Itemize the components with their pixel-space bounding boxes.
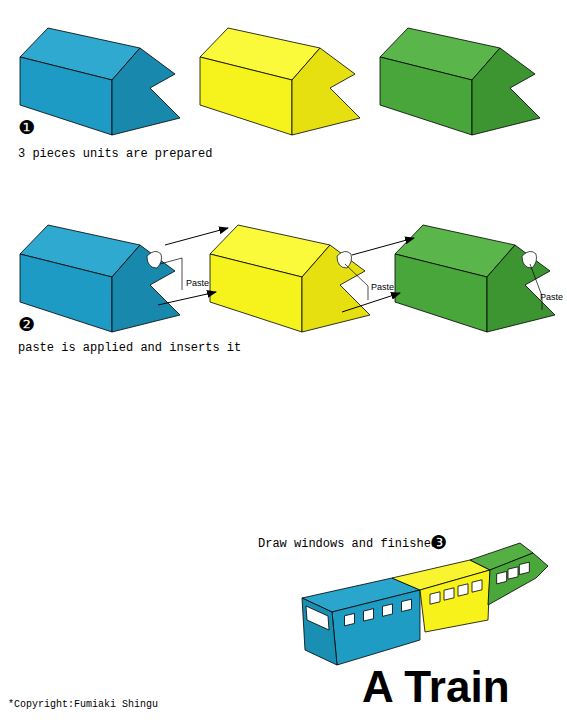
train-window [444,588,454,600]
title: A Train [362,662,510,713]
train-window [497,571,507,583]
unit-front [210,254,302,332]
copyright-note: *Copyright:Fumiaki Shingu [8,699,158,711]
leader-line [160,258,182,290]
unit-end [472,48,540,135]
step-number: ❸ [430,532,447,554]
car-end [302,598,337,665]
train-window [472,580,482,592]
train-window [519,562,529,574]
car-side [332,590,420,665]
paste-label: Paste [540,292,563,302]
unit-end [292,48,360,135]
insert-arrow [352,238,414,255]
unit-front [200,57,292,135]
paste-label: Paste [186,278,209,288]
car-window [306,606,329,630]
train-window [430,592,440,604]
unit-end [112,48,180,135]
train-window [364,609,374,621]
step-number: ❶ [18,117,35,139]
insert-arrow [342,293,400,312]
step-text: 3 pieces units are prepared [18,148,212,162]
train-window [402,599,412,611]
unit-end [112,245,180,332]
leader-line [345,264,368,300]
insert-arrow [165,228,228,245]
train-window [458,584,468,596]
unit-front [395,254,487,332]
paste-area [147,251,162,268]
step-text: Draw windows and finished [258,538,438,552]
paste-area [522,251,537,268]
car-side [420,570,490,632]
unit-end [302,245,370,332]
leader-line [530,264,542,310]
step-text: paste is applied and inserts it [18,342,241,356]
train-window [383,604,393,616]
train-window [508,567,518,579]
paste-label: Paste [371,282,394,292]
insert-arrow [158,292,216,305]
car-side [488,553,548,605]
train-window [345,613,355,625]
unit-front [380,57,472,135]
unit-end [487,245,555,332]
step-number: ❷ [18,314,35,336]
paste-area [337,251,352,268]
